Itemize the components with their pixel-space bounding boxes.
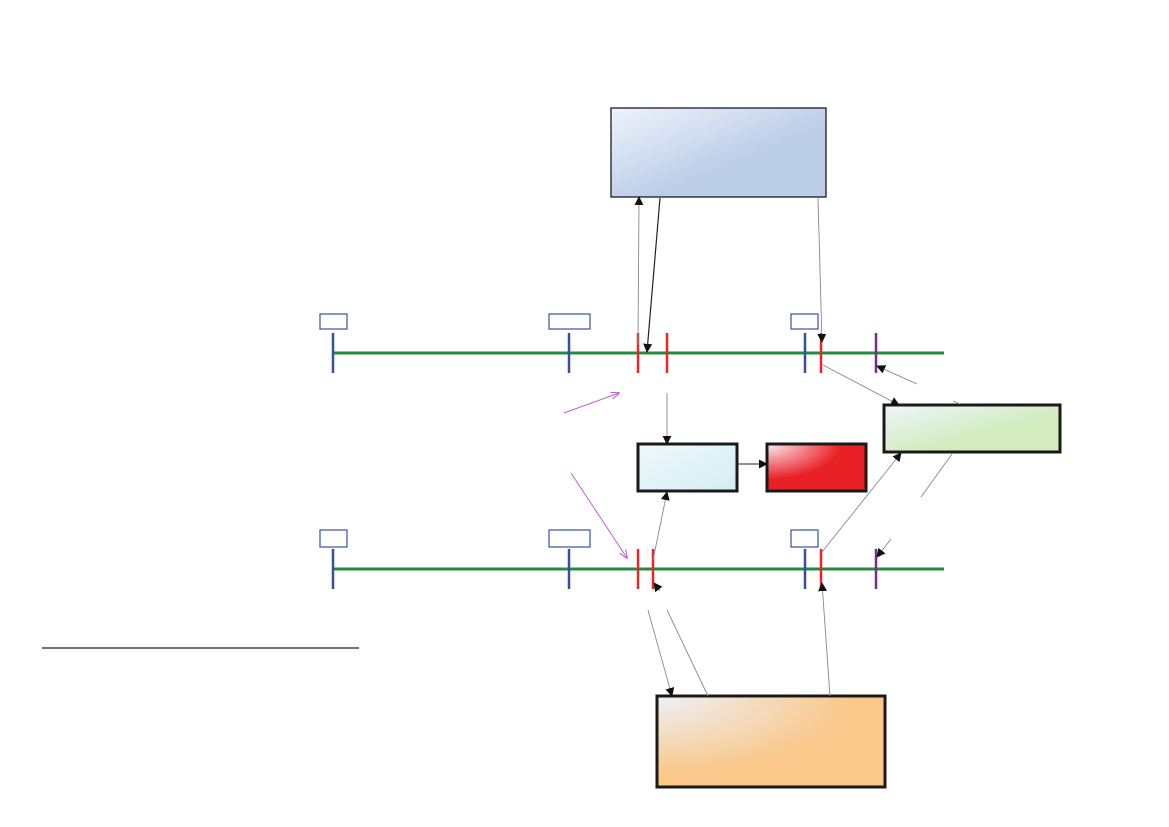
label-box[interactable] [790, 529, 819, 548]
arrow-green-box-line [920, 453, 953, 498]
timeline-lower [319, 529, 944, 589]
right-green-box[interactable] [882, 403, 1062, 454]
bottom-orange-box[interactable] [655, 694, 887, 789]
arrow-marker-to-green-box [822, 364, 900, 406]
arrow-to-lower-purple [876, 538, 892, 558]
label-box[interactable] [790, 313, 819, 330]
arrow-to-lower-red-marker [653, 582, 663, 593]
arrow-to-orange-box [647, 609, 675, 697]
arrow-lower-marker-to-cyan-box [652, 491, 670, 561]
center-red-box[interactable] [765, 442, 868, 493]
arrow-top-box-to-timeline [643, 197, 661, 353]
arrow-top-box-to-marker [817, 197, 827, 343]
timeline-upper [319, 313, 944, 373]
center-cyan-box[interactable] [636, 442, 739, 493]
label-box[interactable] [319, 313, 348, 330]
arrow-orange-box-line [666, 609, 709, 697]
arrow-to-top-box [634, 196, 644, 346]
label-box[interactable] [548, 529, 591, 548]
magenta-arrow-upper [563, 393, 619, 414]
arrow-stub [952, 400, 961, 405]
top-blue-box[interactable] [610, 107, 827, 198]
arrow-orange-to-marker [818, 582, 831, 697]
arrow-lower-marker-to-green-box [821, 452, 902, 553]
label-box[interactable] [319, 529, 348, 548]
magenta-arrow-lower [570, 472, 627, 558]
arrow-to-upper-purple [876, 365, 918, 385]
label-box[interactable] [548, 313, 591, 330]
